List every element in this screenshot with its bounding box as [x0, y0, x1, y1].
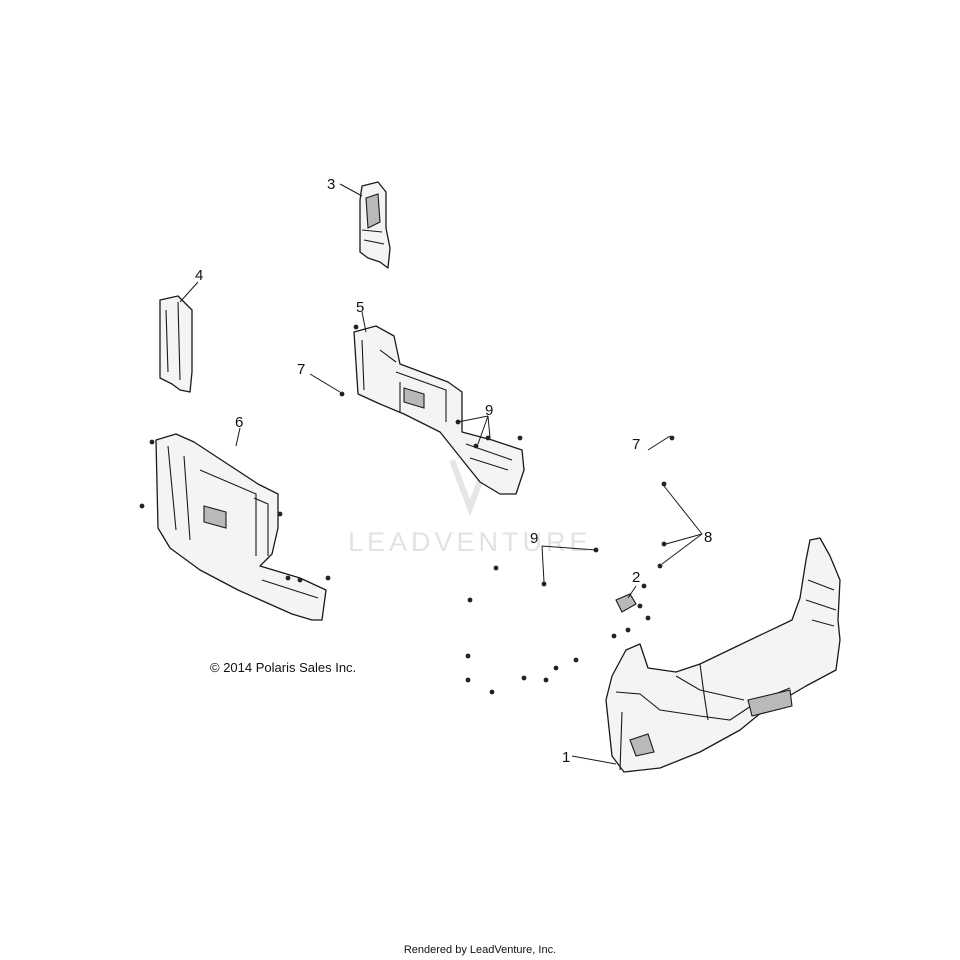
footer-credit: Rendered by LeadVenture, Inc.: [403, 944, 557, 956]
callout-1: 1: [562, 749, 570, 766]
callout-8: 8: [704, 529, 712, 546]
callout-7-left: 7: [297, 361, 305, 378]
callouts: 1 2 3 4 5 6 7 7 8 9 9: [195, 176, 712, 766]
leader-lines: [179, 183, 703, 765]
watermark: LEADVENTURE: [348, 458, 592, 557]
part-2-bracket[interactable]: [615, 593, 637, 613]
callout-5: 5: [356, 299, 364, 316]
callout-2: 2: [632, 569, 640, 586]
callout-9-lower: 9: [530, 530, 538, 547]
fasteners: [139, 324, 675, 695]
part-6-door-panel[interactable]: [155, 433, 327, 621]
part-4-trim-panel[interactable]: [159, 295, 193, 393]
callout-9-upper: 9: [485, 402, 493, 419]
callout-6: 6: [235, 414, 243, 431]
watermark-text: LEADVENTURE: [348, 527, 592, 557]
callout-4: 4: [195, 267, 203, 284]
part-1-floor-assembly[interactable]: [605, 537, 841, 773]
part-5-door-panel[interactable]: [353, 325, 525, 495]
callout-7-right: 7: [632, 436, 640, 453]
callout-3: 3: [327, 176, 335, 193]
copyright-text: © 2014 Polaris Sales Inc.: [210, 660, 357, 675]
part-3-trim-panel[interactable]: [359, 181, 391, 269]
